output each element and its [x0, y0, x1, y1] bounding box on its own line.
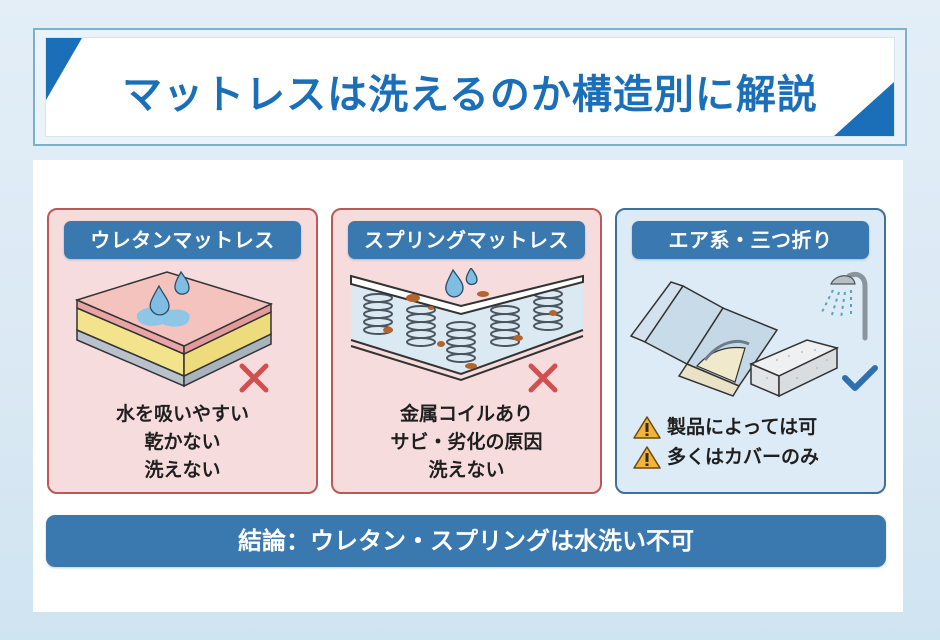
title-banner: マットレスは洗えるのか構造別に解説 [33, 28, 907, 146]
card-description: 水を吸いやすい 乾かない 洗えない [49, 400, 316, 484]
urethane-mattress-illustration [74, 270, 274, 393]
content-panel: ウレタンマットレス 水を吸いやすい 乾かない [33, 160, 903, 612]
card-spring: スプリングマットレス [331, 208, 602, 494]
card-label: ウレタンマットレス [64, 221, 301, 259]
corner-triangle-bottom-right [834, 82, 894, 136]
card-line: 乾かない [144, 431, 221, 453]
card-label: スプリングマットレス [348, 221, 585, 259]
warning-row: 多くはカバーのみ [633, 442, 874, 472]
card-line: 洗えない [428, 459, 505, 481]
spring-mattress-illustration [350, 268, 584, 393]
card-line: サビ・劣化の原因 [390, 431, 543, 453]
card-label: エア系・三つ折り [632, 221, 869, 259]
card-air-trifold: エア系・三つ折り [615, 208, 886, 494]
card-line: 洗えない [144, 459, 221, 481]
conclusion-banner: 結論：ウレタン・スプリングは水洗い不可 [46, 515, 886, 567]
warning-text: 多くはカバーのみ [667, 446, 820, 468]
corner-triangle-top-left [46, 38, 82, 100]
check-icon [842, 365, 878, 391]
card-urethane: ウレタンマットレス 水を吸いやすい 乾かない [47, 208, 318, 494]
warning-icon [633, 446, 661, 469]
card-description: 金属コイルあり サビ・劣化の原因 洗えない [333, 400, 600, 484]
card-line: 金属コイルあり [399, 403, 533, 425]
warning-icon [633, 416, 661, 439]
warning-text: 製品によっては可 [667, 416, 818, 438]
card-line: 水を吸いやすい [115, 403, 249, 425]
card-warnings: 製品によっては可 多くはカバーのみ [633, 412, 874, 472]
page-title: マットレスは洗えるのか構造別に解説 [122, 72, 818, 118]
cross-icon [239, 363, 269, 393]
title-inner: マットレスは洗えるのか構造別に解説 [45, 37, 895, 137]
trifold-mattress-illustration [629, 271, 878, 398]
cross-icon [528, 363, 558, 393]
spring-coil [363, 293, 393, 335]
warning-row: 製品によっては可 [633, 412, 874, 442]
